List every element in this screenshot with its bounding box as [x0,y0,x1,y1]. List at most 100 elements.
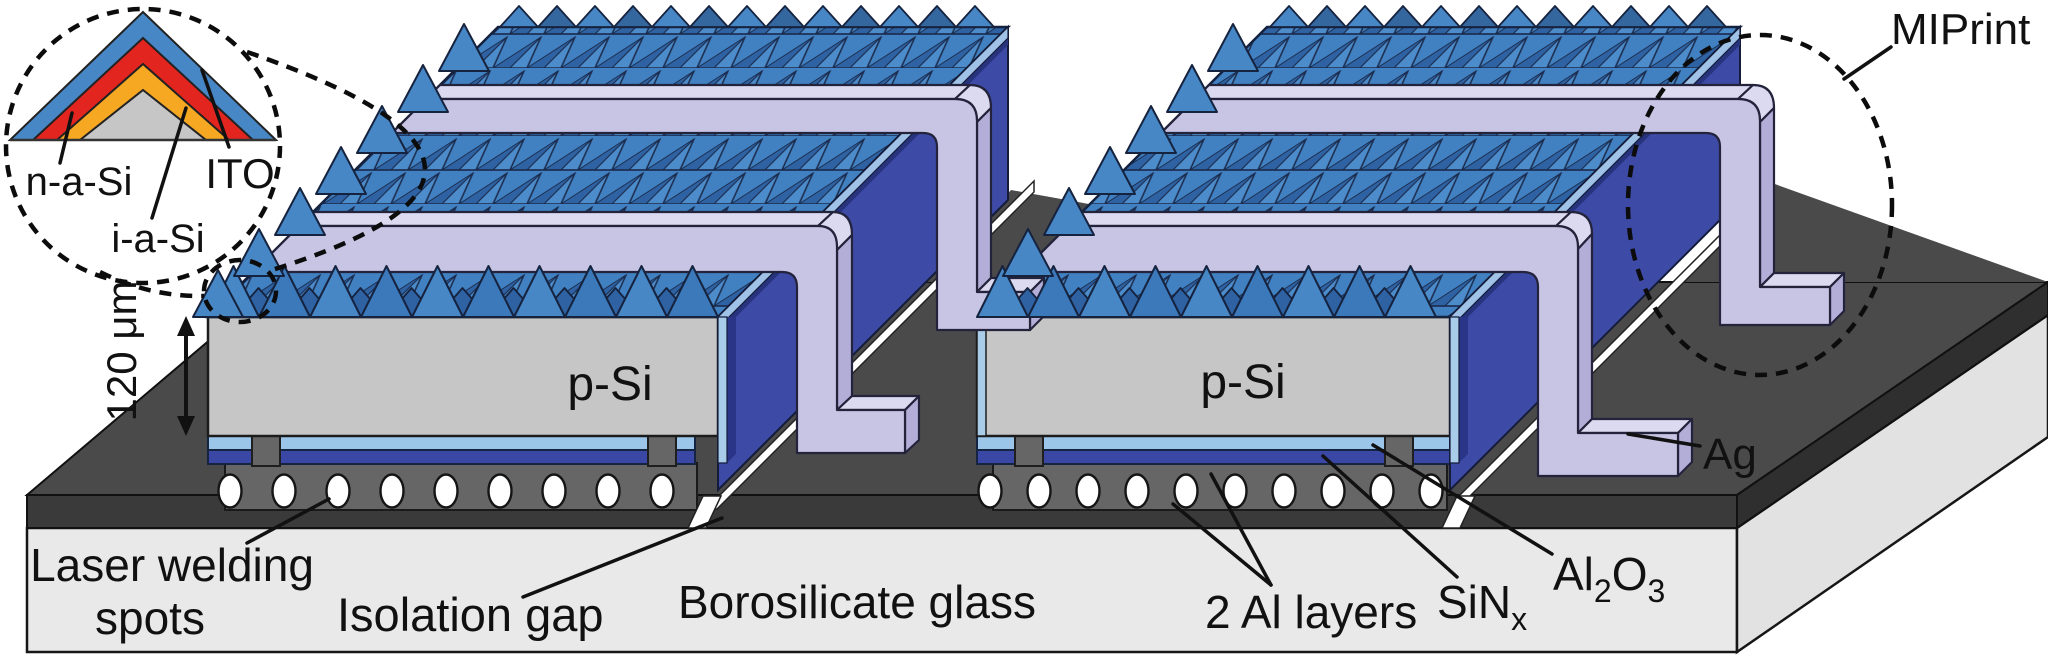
pyramid-layer-inset: n-a-Si i-a-Si ITO [3,6,427,325]
p-si-label-right: p-Si [1200,356,1285,409]
pyramid-silhouette [397,64,449,113]
pyramid-front [1384,265,1437,318]
pyramid-front-rows [207,265,1437,318]
miprint-ribbon-left-back [390,83,1046,332]
pyramid-front [258,265,311,318]
pyramid-back-tip [575,5,615,28]
pyramid-front [309,265,362,318]
inset-pyramid-stack [7,10,279,142]
pyramid-front [513,265,566,318]
sinx-layer-right [976,449,1453,465]
laser-welding-spot [379,473,405,509]
pyramid-front [1078,265,1131,318]
pyramid-back-tip [1269,5,1309,28]
pyramid-front [1231,265,1284,318]
pyramid-back-tip [765,5,805,28]
pyramid-silhouette [438,23,490,72]
pyramid-back-tip [803,5,843,28]
pyramid-back-tip [1307,5,1347,28]
laser-welding-spot [487,473,513,509]
pyramid-front [615,265,668,318]
ribbon-foot-top-face [1576,417,1694,435]
dimension-arrowhead-down [177,416,195,436]
laser-welding-spot [325,473,351,509]
thickness-dimension: 120 μm [98,281,195,436]
laser-welding-spot [541,473,567,509]
miprint-ribbon-right-back [1159,83,1846,327]
isolation-gap-label: Isolation gap [337,588,604,641]
laser-welding-spot [1124,473,1150,509]
pyramid-back-tip [1649,5,1689,28]
pyramid-silhouette [1002,228,1054,277]
laser-welding-spot [649,473,675,509]
leader-lines [245,45,1893,599]
glass-label: Borosilicate glass [678,576,1036,628]
pyramid-back-tip [1383,5,1423,28]
pyramid-silhouette [1043,187,1095,236]
laser-welding-label-line1: Laser welding [30,539,314,591]
pyramid-silhouette [274,187,326,236]
ribbon-front-face [1159,97,1832,327]
laser-welding-spot [1026,473,1052,509]
pyramid-back-tip [879,5,919,28]
leader-ito [200,68,231,149]
pyramid-silhouette [1166,64,1218,113]
pyramid-back-tip [1611,5,1651,28]
ribbon-leg-side-face [1758,106,1776,289]
al2o3-label: Al2O3 [1553,548,1665,609]
laser-welding-spot [1173,473,1199,509]
ag-label: Ag [1703,430,1757,479]
ito-label: ITO [205,150,274,197]
miprint-ribbon-right-front [1020,210,1694,478]
side-face-right-front-shade [1459,317,1468,463]
al2o3-label-al: Al [1553,548,1594,600]
pyramid-back-tip [499,5,539,28]
pyramid-back-tip [537,5,577,28]
al-contact-via [251,432,281,467]
pyramid-back-tip [841,5,881,28]
ribbon-front-face [1020,224,1680,478]
pyramid-silhouette [1207,23,1259,72]
laser-welding-spot [1271,473,1297,509]
al2o3-label-o: O [1612,548,1648,600]
laser-welding-spot [217,473,243,509]
pyramid-back-tip [1497,5,1537,28]
pyramid-silhouette [233,228,285,277]
pyramid-back-tip [613,5,653,28]
pyramid-back-tip [1573,5,1613,28]
ribbon-top-face [1066,210,1573,228]
pyramid-silhouette [356,105,408,154]
miprint-ribbon-left-front [251,210,921,455]
miprint-label: MIPrint [1891,5,2030,54]
n-a-si-label: n-a-Si [26,160,133,204]
i-a-si-label: i-a-Si [111,217,204,261]
pyramid-silhouette [1084,146,1136,195]
ribbon-top-face [1193,83,1755,101]
side-face-right-front-strip [1449,316,1460,464]
inset-tail-right [246,49,427,273]
al-contact-via [647,432,677,467]
pyramid-front [1027,265,1080,318]
pyramid-back-tip [955,5,995,28]
dimension-arrowhead-up [177,316,195,336]
sinx-label-main: SiN [1437,576,1511,628]
pyramid-front [411,265,464,318]
pyramid-silhouette [1125,105,1177,154]
sinx-label: SiNx [1437,576,1527,637]
pyramid-back-tip [917,5,957,28]
thickness-label: 120 μm [98,281,145,422]
pyramid-silhouette [315,146,367,195]
ribbon-leg-side-face [1576,232,1594,435]
leader-i-a-si [150,106,188,220]
al2o3-label-2: 2 [1594,573,1612,609]
pyramid-back-tip [1345,5,1385,28]
sinx-layer-left [207,449,696,465]
al-side-face [1736,280,2048,530]
side-face-left-front-strip [717,316,728,464]
inset-source-ellipse [201,257,279,325]
pyramid-back-edge-rows [499,5,1727,28]
laser-welding-spot [433,473,459,509]
leader-sinx [1321,454,1459,579]
leader-n-a-si [58,111,74,165]
ribbon-front-face [251,224,907,455]
